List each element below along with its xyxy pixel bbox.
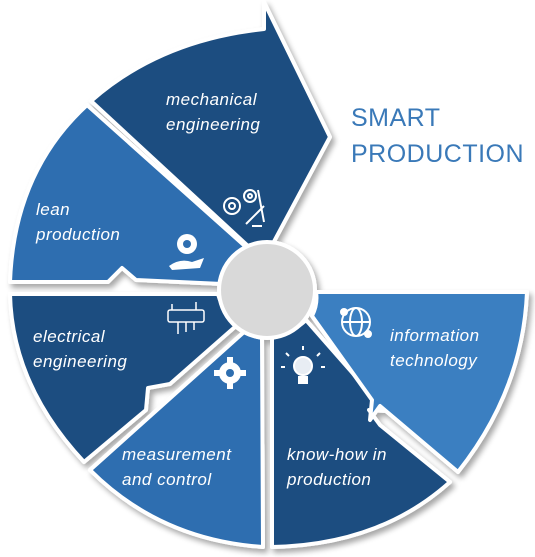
gears-tools-icon [223,189,265,227]
gear-icon [214,357,246,389]
label-lean-production: lean production [36,200,121,244]
label-electrical-engineering: electrical engineering [33,327,128,371]
circuit-icon [167,302,205,334]
title-line-2: PRODUCTION [351,140,525,168]
lightbulb-icon [281,346,325,384]
globe-network-icon [340,307,372,338]
title-line-1: SMART [351,104,441,132]
label-information-technology: information technology [390,326,480,370]
smart-production-title: SMART PRODUCTION [351,100,524,172]
label-mechanical-engineering: mechanical engineering [166,90,261,134]
gear-hand-icon [169,234,204,270]
center-hub [217,240,317,340]
label-measurement-and-control: measurement and control [122,445,232,489]
label-know-how-in-production: know-how in production [287,445,387,489]
